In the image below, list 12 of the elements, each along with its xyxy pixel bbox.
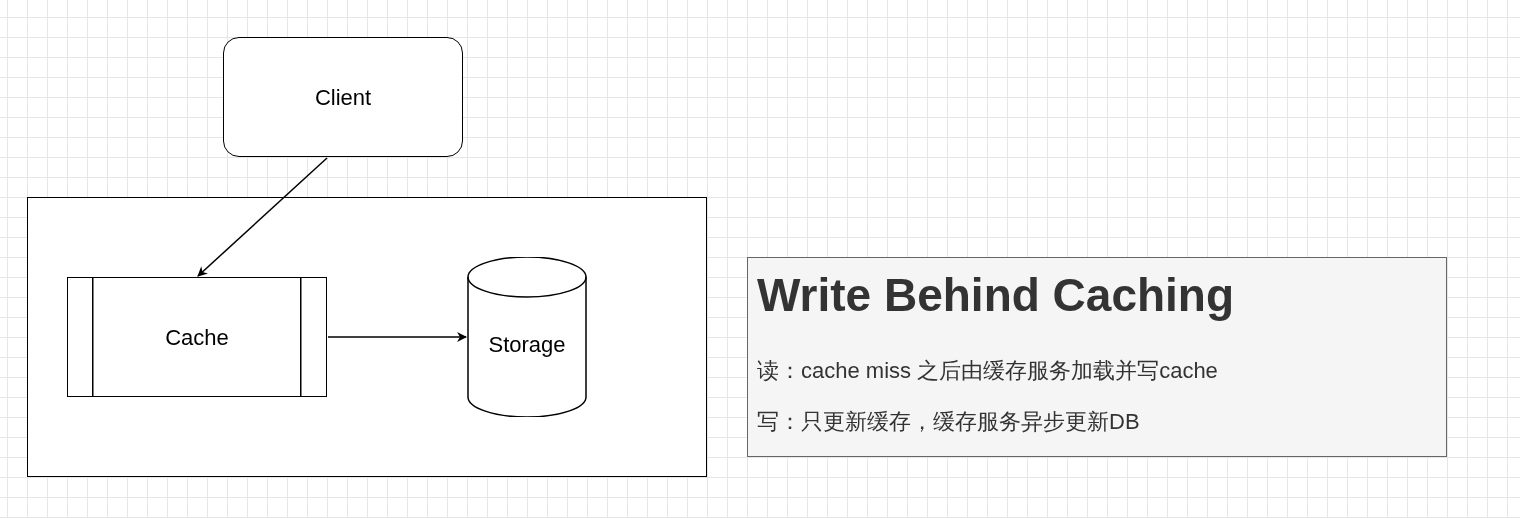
arrow — [197, 157, 328, 277]
note-box — [747, 257, 1447, 457]
process-box — [67, 277, 327, 397]
container-box — [27, 197, 707, 477]
rounded-box — [223, 37, 463, 157]
node-label: Storage — [487, 332, 567, 358]
node-label: Client — [313, 85, 373, 111]
arrow — [327, 332, 467, 342]
note-text: 读：cache miss 之后由缓存服务加载并写cache — [757, 357, 1218, 385]
note-title: Write Behind Caching — [757, 268, 1235, 322]
note-text: 写：只更新缓存，缓存服务异步更新DB — [757, 408, 1140, 436]
node-label: Cache — [164, 325, 230, 351]
